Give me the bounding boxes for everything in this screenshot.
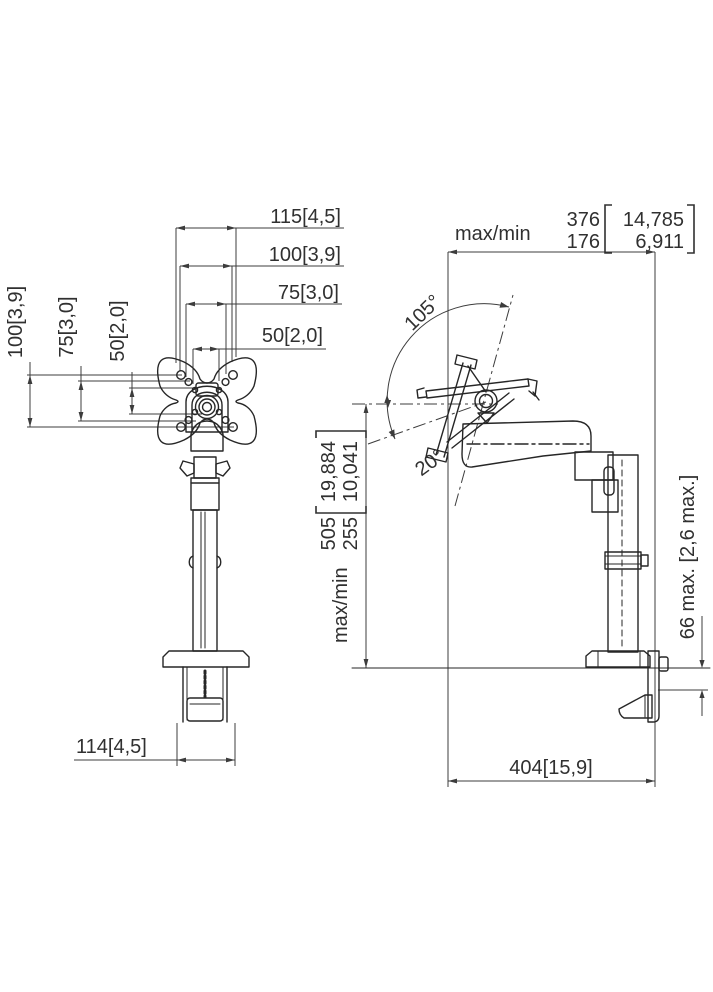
side-clamp — [585, 650, 669, 723]
front-clamp — [162, 650, 250, 723]
reach-mm-max: 376 — [567, 209, 600, 231]
height-prefix: max/min — [330, 567, 352, 643]
height-inch-min: 10,041 — [340, 441, 362, 502]
dim-vesa-height-50: 50[2,0] — [107, 300, 129, 361]
angle-tilt-up: 105° — [400, 291, 445, 336]
side-arm — [461, 420, 619, 513]
vesa-hub — [185, 382, 229, 452]
front-view-dimensions: 115[4,5] 100[3,9] 75[3,0] 50[2,0] 100[3,… — [5, 206, 344, 766]
dim-depth: 404[15,9] — [509, 757, 592, 779]
reach-prefix: max/min — [455, 223, 531, 245]
dim-vesa-width-75: 75[3,0] — [278, 282, 339, 304]
dim-vesa-height-75: 75[3,0] — [56, 296, 78, 357]
angle-tilt-down: 20° — [411, 445, 448, 481]
dim-vesa-width-115: 115[4,5] — [270, 206, 341, 228]
height-label: max/min 505 255 19,884 10,041 — [315, 430, 367, 643]
vesa-plate — [157, 357, 257, 445]
reach-inch-max: 14,785 — [623, 209, 684, 231]
side-vesa-head — [416, 354, 540, 463]
reach-label: max/min 376 176 14,785 6,911 — [455, 204, 695, 254]
dim-vesa-height-100: 100[3,9] — [5, 286, 27, 358]
reach-inch-min: 6,911 — [635, 231, 684, 253]
dim-clamp-width: 114[4,5] — [76, 736, 147, 758]
dim-vesa-width-50: 50[2,0] — [262, 325, 323, 347]
height-mm-max: 505 — [318, 517, 340, 550]
reach-mm-min: 176 — [567, 231, 600, 253]
dim-desk-thickness: 66 max. [2,6 max.] — [677, 475, 699, 640]
side-view-mount — [351, 354, 711, 723]
height-inch-max: 19,884 — [318, 441, 340, 502]
side-view-dimensions: max/min 376 176 14,785 6,911 404[15,9] m… — [315, 204, 708, 787]
side-pole — [604, 454, 649, 653]
column-head — [179, 456, 231, 511]
column-pole — [188, 509, 222, 652]
height-mm-min: 255 — [340, 517, 362, 550]
front-view-mount — [157, 357, 257, 723]
dim-vesa-width-100: 100[3,9] — [269, 244, 341, 266]
